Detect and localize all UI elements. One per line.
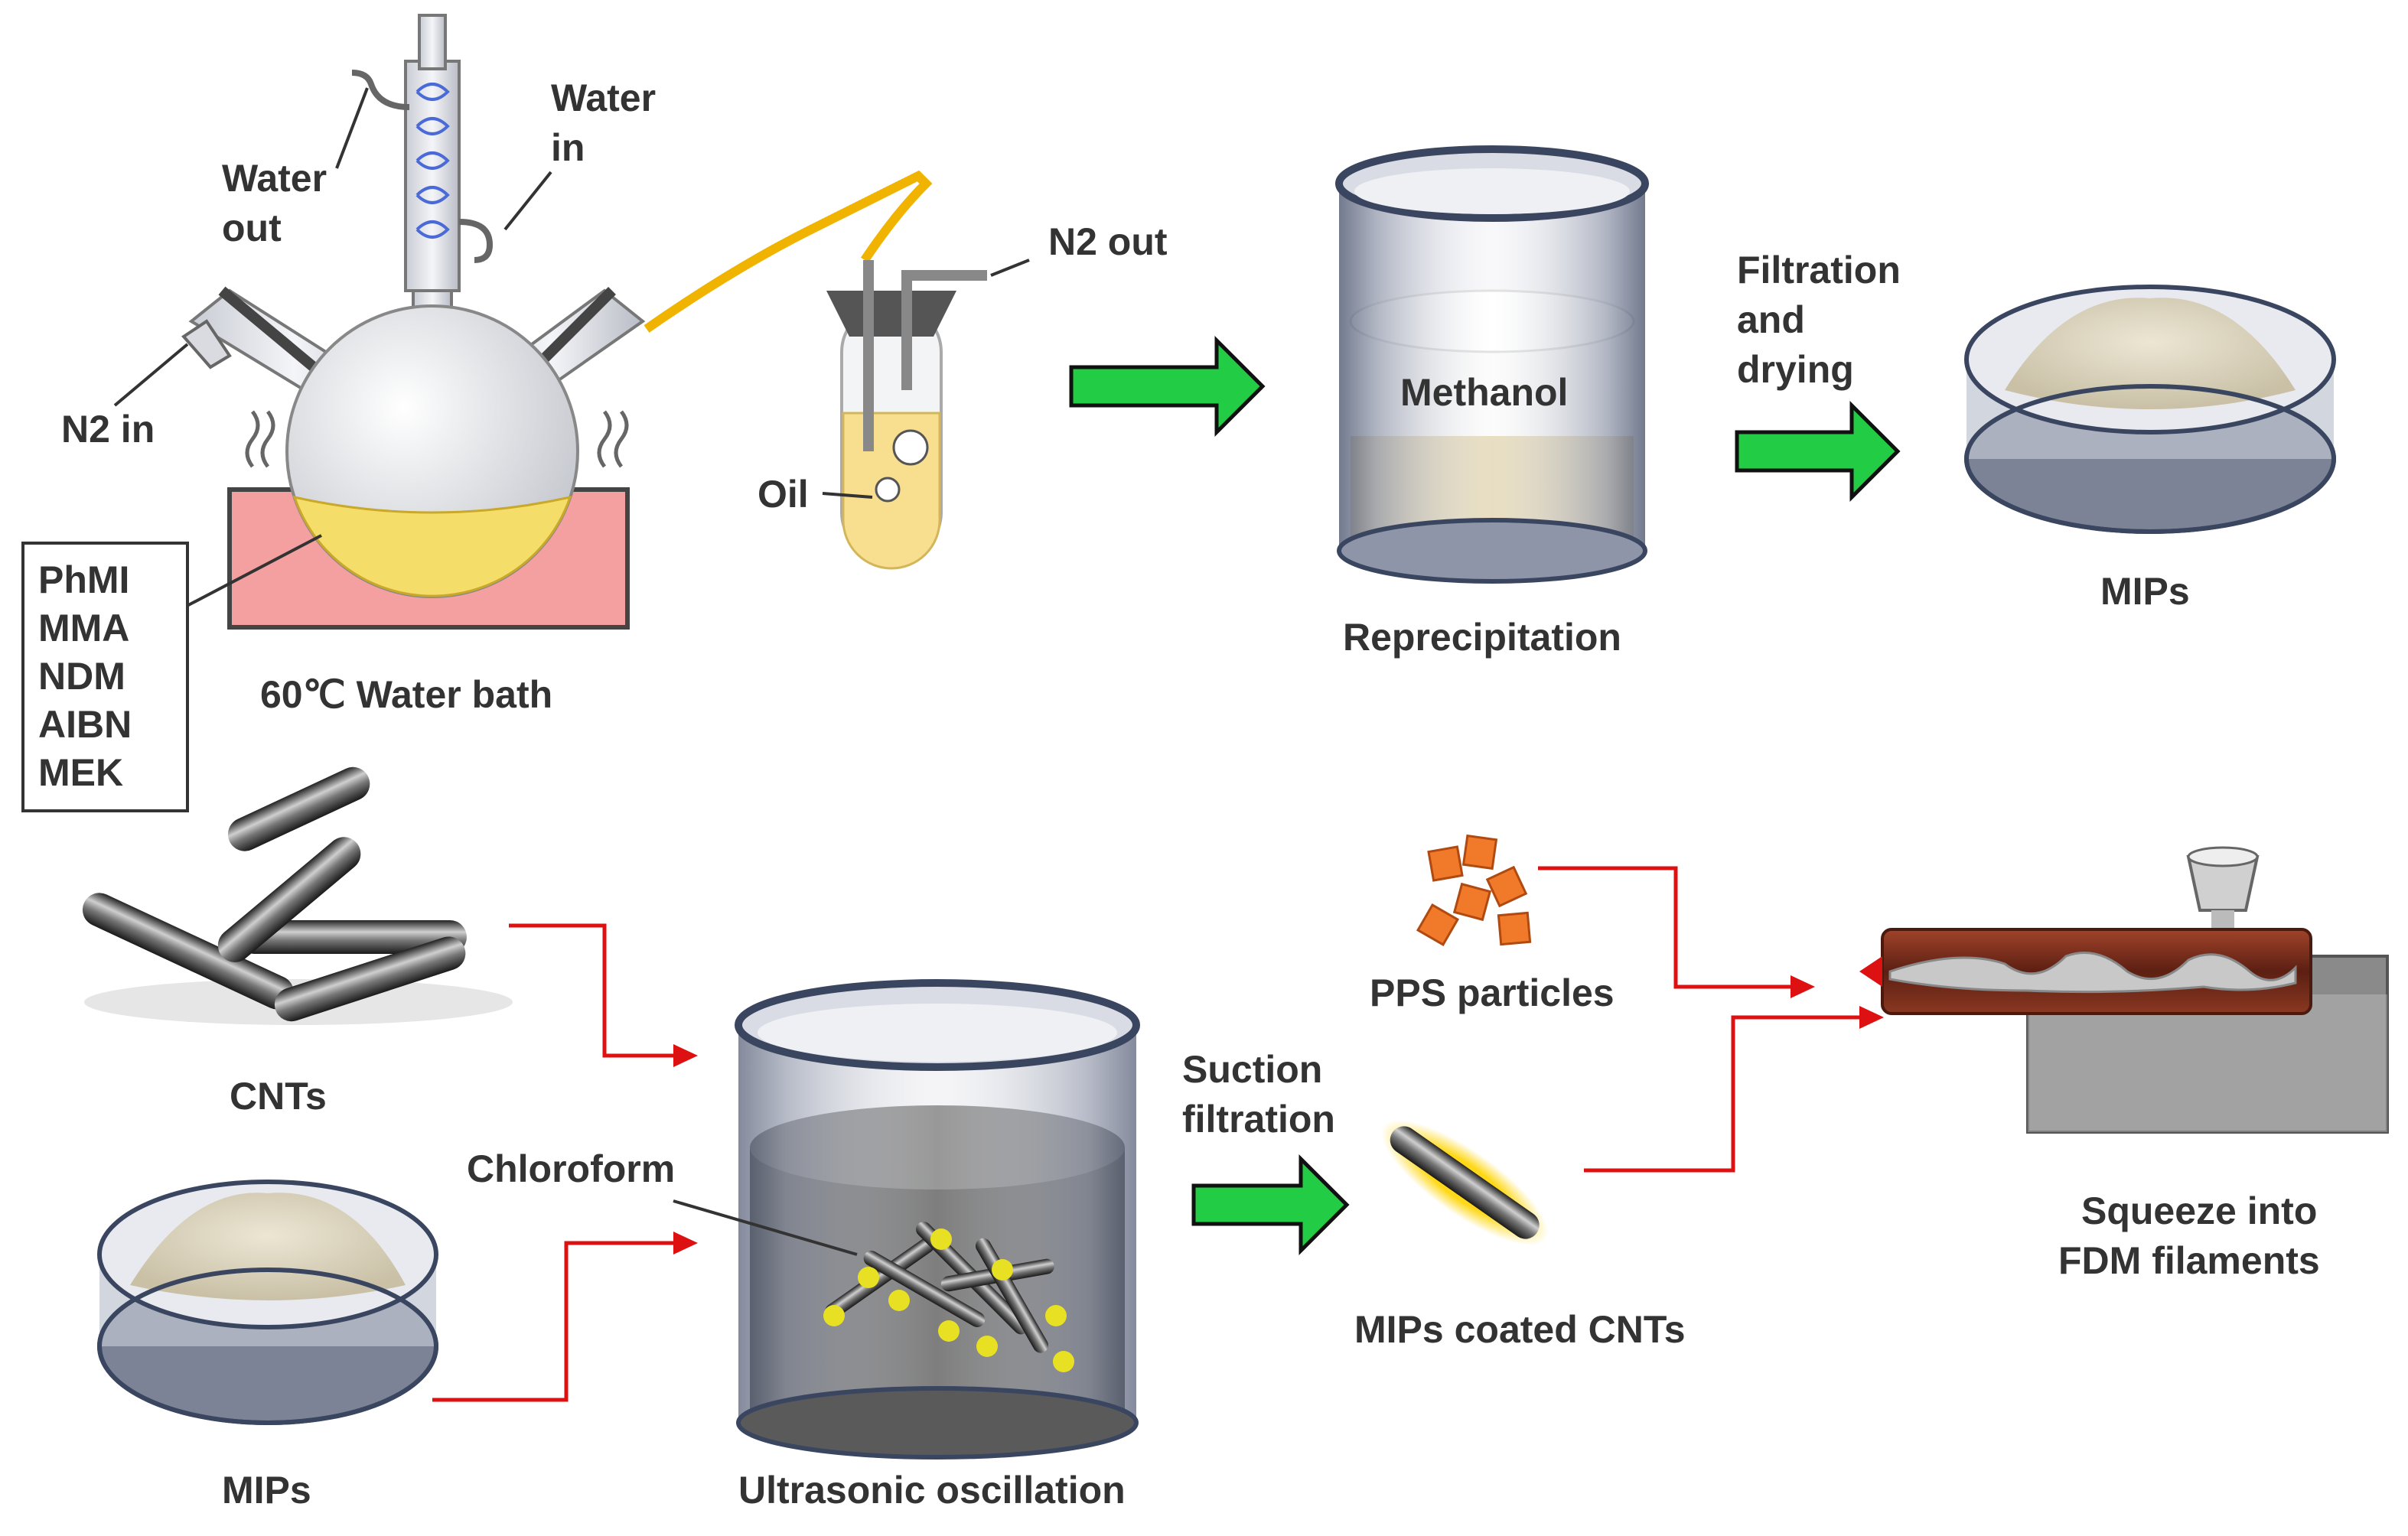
water-in-label: in [551,126,585,169]
mips-coated-cnts-label: MIPs coated CNTs [1354,1308,1686,1351]
suction-filtration-label: Suction [1182,1048,1322,1091]
pps-particles [1416,834,1532,947]
ultrasonic-beaker [673,979,1140,1460]
water-out-label: Water [222,157,327,200]
process-arrow [1069,335,1266,438]
squeeze-label: Squeeze into [2081,1189,2317,1232]
reagent-label: PhMI [38,558,129,601]
methanol-label: Methanol [1400,371,1568,414]
process-arrow [1735,400,1901,503]
mips-petri-dish-bottom [97,1180,438,1425]
water-in-port [458,219,494,263]
water-out-label: out [222,207,282,249]
reagents-box: PhMI MMA NDM AIBN MEK [21,542,189,812]
feed-line [432,1232,698,1402]
filtration-label: drying [1737,348,1854,391]
feed-line [1538,866,1815,998]
reprecipitation-label: Reprecipitation [1343,616,1621,659]
mips-coated-cnt [1377,1111,1553,1254]
reprecipitation-beaker: Methanol [1335,145,1649,584]
condenser [404,60,461,292]
n2-in-label: N2 in [61,408,155,451]
pps-particles-label: PPS particles [1370,971,1615,1014]
extruder [1859,846,2389,1134]
cooling-coil-icon [415,83,450,239]
feed-line [509,923,698,1067]
ultrasonic-label: Ultrasonic oscillation [738,1469,1126,1512]
steam-icon [597,410,629,468]
reagent-label: MMA [38,607,129,649]
water-in-label: Water [551,76,656,119]
oil-label: Oil [758,473,809,516]
n2-inlet-tube [181,319,232,369]
reagent-label: NDM [38,655,125,698]
extrusion-screw [1888,952,2297,994]
condenser-top [418,14,447,70]
n2-out-label: N2 out [1048,220,1168,263]
mips-petri-dish-top [1964,285,2336,534]
mips-top-label: MIPs [2100,570,2190,613]
cnt-bundle [82,766,513,1025]
feed-line [1584,1006,1884,1173]
squeeze-label: FDM filaments [2058,1239,2320,1282]
gas-transfer-tube [644,170,933,333]
cnts-label: CNTs [230,1075,327,1118]
oil-bubbler [822,259,1030,570]
process-arrow [1191,1154,1350,1256]
filtration-label: Filtration [1737,249,1901,291]
suction-filtration-label: filtration [1182,1098,1335,1141]
steam-icon [245,410,275,468]
mips-bottom-label: MIPs [222,1469,311,1512]
chloroform-label: Chloroform [467,1147,675,1190]
reflux-apparatus [181,14,933,630]
extruder-nozzle [1859,956,1882,987]
reagent-label: MEK [38,751,123,794]
reaction-solution [292,495,572,597]
water-bath-label: 60℃ Water bath [260,673,552,716]
water-out-port [351,70,410,110]
filtration-label: and [1737,298,1805,341]
reagent-label: AIBN [38,703,132,746]
